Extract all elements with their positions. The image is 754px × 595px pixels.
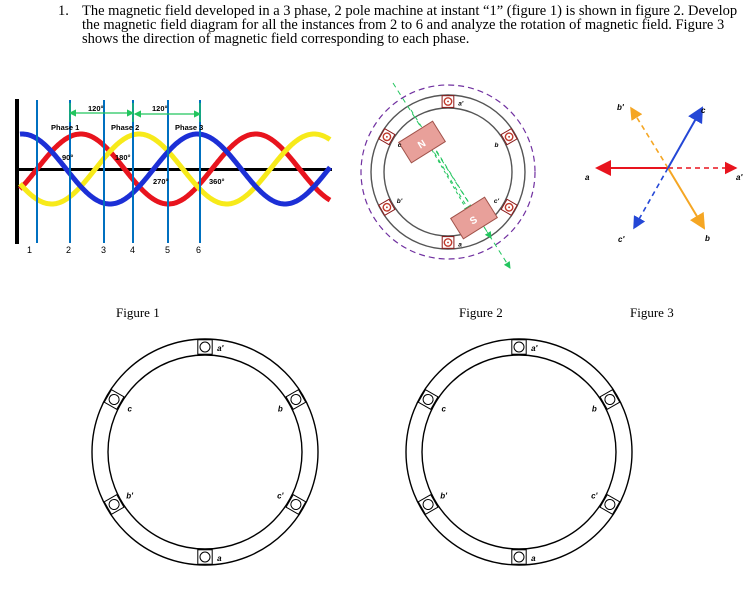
- slot-label-a-top: a': [217, 344, 224, 353]
- fig3-label-c-prime: c': [618, 235, 625, 244]
- slot-label-c-bottom: c': [494, 198, 500, 205]
- label-120-b: 120°: [152, 104, 168, 113]
- slot-b-right: [599, 388, 621, 411]
- waveform-phase3: [19, 131, 332, 207]
- figure3-phase-directions: a a' b b' c c': [585, 103, 743, 244]
- instant-3: 3: [101, 245, 106, 255]
- figure2-machine: N S: [360, 82, 536, 269]
- waveform-time-axis: [15, 168, 332, 171]
- fig3-label-a: a: [585, 173, 590, 182]
- slot-label-a-top: a': [458, 101, 464, 108]
- slot-a-bottom: [511, 549, 527, 565]
- label-90deg: 90°: [62, 153, 73, 162]
- slot-label-c-left: c: [127, 405, 132, 414]
- slot-c-left: [103, 388, 125, 411]
- slot-label-a-bottom: a: [531, 554, 536, 563]
- slot-a-bottom: [197, 549, 213, 565]
- slot-b-left: [103, 493, 125, 516]
- slot-c-bottom: [285, 493, 307, 516]
- waveform-left-axis: [15, 99, 19, 244]
- slot-label-b-right: b: [592, 405, 597, 414]
- flux-line: [431, 149, 465, 206]
- slot-b-right: [500, 128, 518, 146]
- instant-6: 6: [196, 245, 201, 255]
- instant-5: 5: [165, 245, 170, 255]
- slot-label-b-left: b': [397, 198, 403, 205]
- slot-a-bottom: [441, 236, 455, 249]
- flux-line: [421, 131, 471, 213]
- slot-label-c-left: c: [441, 405, 446, 414]
- slot-label-c-left: c: [398, 142, 402, 149]
- question-text: The magnetic field developed in a 3 phas…: [82, 3, 738, 47]
- instant-4: 4: [130, 245, 135, 255]
- label-phase2: Phase 2: [111, 123, 139, 132]
- label-270deg: 270°: [153, 177, 169, 186]
- blank-stator-2: a' b c' a b' c: [405, 338, 633, 566]
- waveform-phase1: [18, 131, 332, 207]
- slot-label-c-bottom: c': [277, 492, 284, 501]
- stator-inner-ring: [421, 354, 617, 550]
- slot-label-b-right: b: [495, 142, 499, 149]
- axis-c: [667, 106, 703, 169]
- slot-b-left: [378, 198, 396, 216]
- figure2-caption: Figure 2: [459, 305, 503, 320]
- blank-stator-1: a' b c' a b' c: [91, 338, 319, 566]
- label-phase1: Phase 1: [51, 123, 79, 132]
- north-pole: [397, 120, 447, 164]
- question-number: 1.: [58, 3, 69, 19]
- slot-b-right: [285, 388, 307, 411]
- slot-a-top: [441, 95, 455, 108]
- label-180deg: 180°: [115, 153, 131, 162]
- label-120-a: 120°: [88, 104, 104, 113]
- slot-label-a-bottom: a: [458, 242, 462, 249]
- slot-c-bottom: [500, 198, 518, 216]
- fig3-label-b-prime: b': [617, 103, 625, 112]
- slot-a-top: [511, 339, 527, 355]
- slot-c-left: [417, 388, 439, 411]
- label-360deg: 360°: [209, 177, 225, 186]
- fig3-label-c: c: [701, 106, 706, 115]
- slot-label-c-bottom: c': [591, 492, 598, 501]
- label-phase3: Phase 3: [175, 123, 203, 132]
- stator-inner-ring: [107, 354, 303, 550]
- waveform-phase2: [18, 131, 332, 207]
- figure3-caption: Figure 3: [630, 305, 674, 320]
- figure2-stator-slots: a' b c' a b' c: [378, 95, 518, 249]
- south-pole: [449, 196, 499, 240]
- slot-label-b-left: b': [126, 492, 134, 501]
- field-boundary: [360, 84, 536, 260]
- north-pole-label: N: [416, 138, 428, 151]
- slot-b-left: [417, 493, 439, 516]
- axis-b-prime: [630, 106, 669, 169]
- flux-line: [410, 109, 492, 239]
- slot-c-bottom: [599, 493, 621, 516]
- slot-label-b-left: b': [440, 492, 448, 501]
- south-pole-label: S: [468, 214, 480, 227]
- slot-label-a-bottom: a: [217, 554, 222, 563]
- fig3-label-b: b: [705, 234, 710, 243]
- slot-label-a-top: a': [531, 344, 538, 353]
- slot-label-b-right: b: [278, 405, 283, 414]
- instant-1: 1: [27, 245, 32, 255]
- figure1-caption: Figure 1: [116, 305, 160, 320]
- axis-c-prime: [633, 167, 669, 230]
- slot-c-left: [378, 128, 396, 146]
- flux-line: [392, 82, 511, 269]
- axis-b: [667, 167, 706, 230]
- stator-outer-ring: [405, 338, 633, 566]
- slot-a-top: [197, 339, 213, 355]
- stator-outer-ring: [91, 338, 319, 566]
- instant-2: 2: [66, 245, 71, 255]
- fig3-label-a-prime: a': [736, 173, 743, 182]
